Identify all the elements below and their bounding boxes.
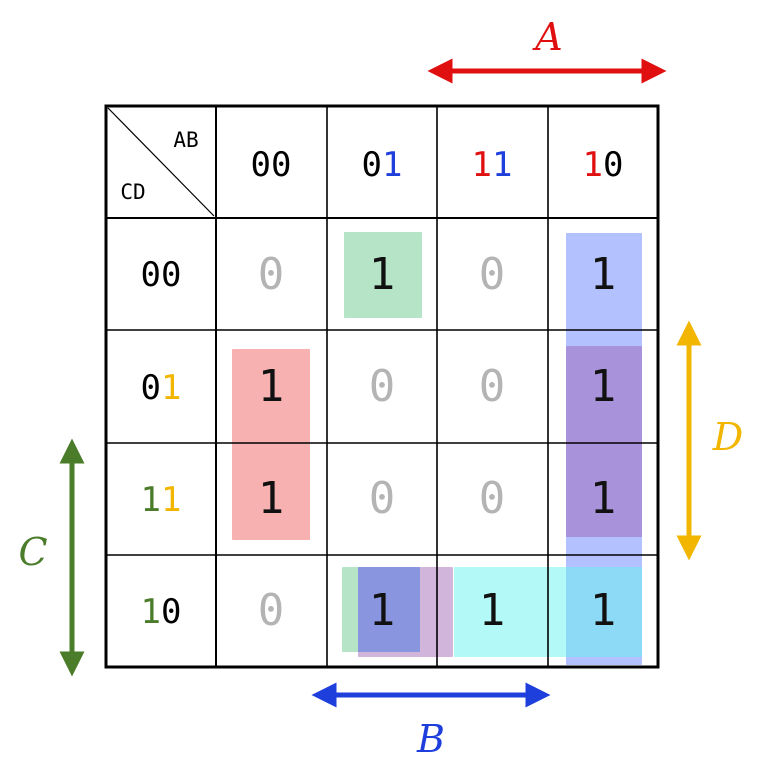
cell-value: 1	[369, 249, 396, 300]
row-header: 01	[141, 368, 182, 408]
column-header: 11	[472, 145, 513, 185]
variable-a-arrow: A	[427, 15, 667, 84]
cell-value: 0	[258, 585, 285, 636]
corner-label-ab: AB	[173, 128, 198, 152]
column-header: 01	[362, 145, 403, 185]
variable-b-arrow: B	[311, 682, 551, 761]
cell-value: 0	[479, 473, 506, 524]
cell-value: 1	[258, 361, 285, 412]
cell-value: 1	[479, 585, 506, 636]
cell-value: 0	[369, 361, 396, 412]
variable-a-label: A	[532, 15, 562, 59]
cell-value: 1	[590, 473, 617, 524]
variable-d-arrow: D	[676, 320, 743, 561]
blue-group	[566, 233, 642, 665]
cell-values: 0 1 0 1 1 0 0 1 1 0 0 1 0 1 1 1	[258, 249, 617, 636]
cell-value: 0	[479, 361, 506, 412]
column-header: 00	[251, 145, 292, 185]
column-header: 10	[583, 145, 624, 185]
cell-value: 1	[369, 585, 396, 636]
cell-value: 0	[258, 249, 285, 300]
cell-value: 1	[258, 473, 285, 524]
cell-value: 1	[590, 585, 617, 636]
corner-diagonal	[107, 107, 215, 217]
cell-value: 0	[369, 473, 396, 524]
corner-label-cd: CD	[120, 180, 145, 204]
variable-d-label: D	[712, 415, 743, 459]
variable-b-label: B	[416, 717, 445, 761]
kmap-grid	[104, 104, 660, 669]
row-header: 00	[141, 255, 182, 295]
variable-c-label: C	[18, 530, 47, 574]
row-header: 11	[141, 480, 182, 520]
variable-c-arrow: C	[18, 438, 85, 677]
row-header: 10	[141, 592, 182, 632]
purple-group-right	[566, 346, 642, 537]
row-headers: 00 01 11 10	[141, 255, 182, 632]
cell-value: 0	[479, 249, 506, 300]
green-group-top	[344, 232, 422, 318]
cell-value: 1	[590, 361, 617, 412]
cell-value: 1	[590, 249, 617, 300]
red-group	[232, 349, 310, 540]
column-headers: 00 01 11 10	[251, 145, 624, 185]
cyan-group-overlap	[358, 567, 420, 652]
